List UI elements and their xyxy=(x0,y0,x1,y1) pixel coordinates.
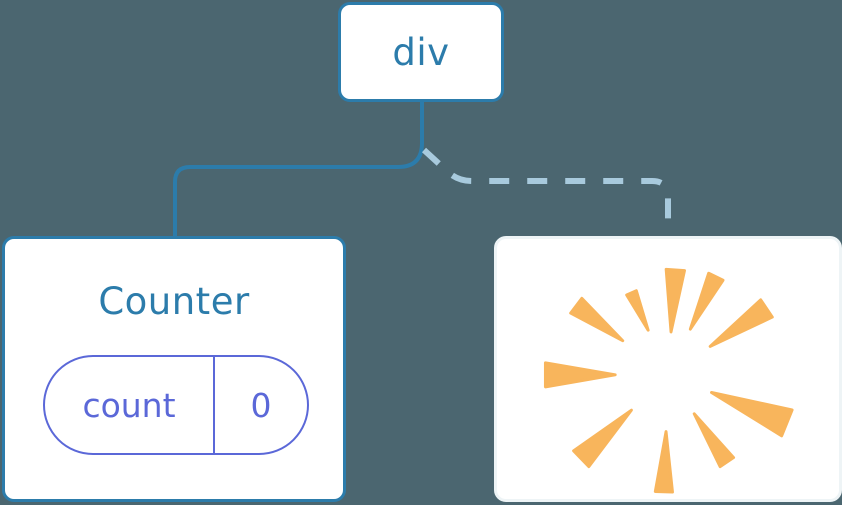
sparkle-burst-icon xyxy=(543,267,794,494)
ray-nw xyxy=(569,296,625,343)
node-div[interactable]: div xyxy=(338,2,504,102)
edge-div-to-counter xyxy=(173,100,424,239)
ray-sse xyxy=(692,412,736,469)
ray-ne xyxy=(708,298,774,348)
ray-n xyxy=(664,267,686,334)
ray-e xyxy=(710,390,794,438)
state-pill-count[interactable]: count 0 xyxy=(43,355,309,455)
ray-w xyxy=(543,361,617,389)
node-counter-label: Counter xyxy=(98,280,250,323)
state-key-label: count xyxy=(45,357,215,453)
ray-nne xyxy=(688,271,725,331)
state-value-label: 0 xyxy=(250,385,272,425)
ray-s xyxy=(653,430,674,494)
node-div-label: div xyxy=(392,30,450,74)
ray-sw xyxy=(572,408,633,469)
node-sparkle[interactable] xyxy=(494,236,842,502)
ray-nnw xyxy=(625,289,650,332)
edge-div-to-sparkle xyxy=(421,147,671,239)
